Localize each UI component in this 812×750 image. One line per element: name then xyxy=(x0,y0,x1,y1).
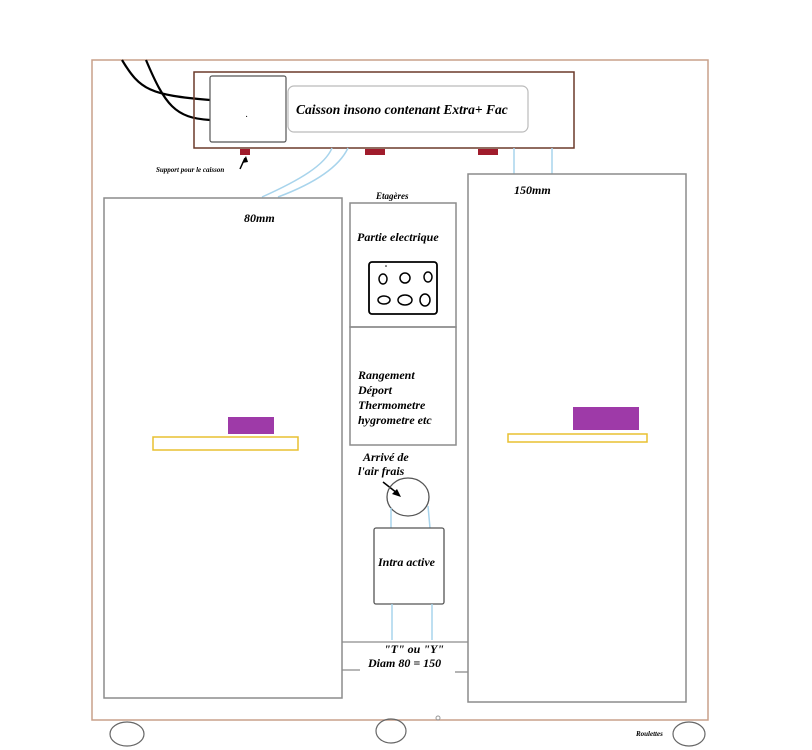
fan-dot: . xyxy=(246,111,248,119)
arrivee-line-1: Arrivé de xyxy=(362,450,409,464)
duct-right-label: 150mm xyxy=(514,183,551,197)
support-3 xyxy=(478,149,498,155)
rangement-line-1: Rangement xyxy=(357,368,415,382)
duct-left-label: 80mm xyxy=(244,211,275,225)
power-strip-icon xyxy=(368,261,438,315)
caisson-label-box xyxy=(287,85,529,133)
partie-electrique-label: Partie electrique xyxy=(357,230,439,244)
shelf-storage xyxy=(349,326,457,446)
wheel-icon xyxy=(672,721,706,747)
wheel-icon xyxy=(109,721,145,747)
cable-1 xyxy=(121,59,211,102)
left-light xyxy=(228,417,274,434)
support-arrow-icon xyxy=(239,156,248,170)
roulettes-label: Roulettes xyxy=(635,730,663,738)
fresh-air-intake xyxy=(386,477,430,517)
cable-2 xyxy=(144,59,211,122)
etageres-label: Etagères xyxy=(375,191,409,201)
rangement-line-2: Déport xyxy=(357,383,393,397)
caisson-box xyxy=(193,71,575,149)
diam-label: Diam 80 = 150 xyxy=(367,656,441,670)
support-label: Support pour le caisson xyxy=(156,166,224,174)
right-light xyxy=(573,407,639,430)
small-wheel-dot xyxy=(435,715,441,721)
rangement-line-3: Thermometre xyxy=(358,398,426,412)
shelf-electric xyxy=(349,202,457,328)
caisson-label: Caisson insono contenant Extra+ Fac xyxy=(296,102,508,117)
intra-active-box xyxy=(373,527,445,605)
duct-left-1 xyxy=(261,147,333,198)
arrivee-line-2: l'air frais xyxy=(358,464,405,478)
fan-box xyxy=(209,75,287,143)
outer-frame xyxy=(91,59,709,721)
intake-duct-2 xyxy=(427,505,431,529)
rangement-line-4: hygrometre etc xyxy=(358,413,432,427)
right-tent xyxy=(467,173,687,703)
wheel-icon xyxy=(375,718,407,744)
support-2 xyxy=(365,149,385,155)
left-tent xyxy=(103,197,343,699)
t-ou-y-label: "T" ou "Y" xyxy=(384,642,444,656)
intra-active-label: Intra active xyxy=(377,555,436,569)
support-1 xyxy=(240,149,250,155)
right-lamp xyxy=(507,433,648,443)
duct-left-2 xyxy=(277,147,349,198)
left-lamp xyxy=(152,436,299,451)
